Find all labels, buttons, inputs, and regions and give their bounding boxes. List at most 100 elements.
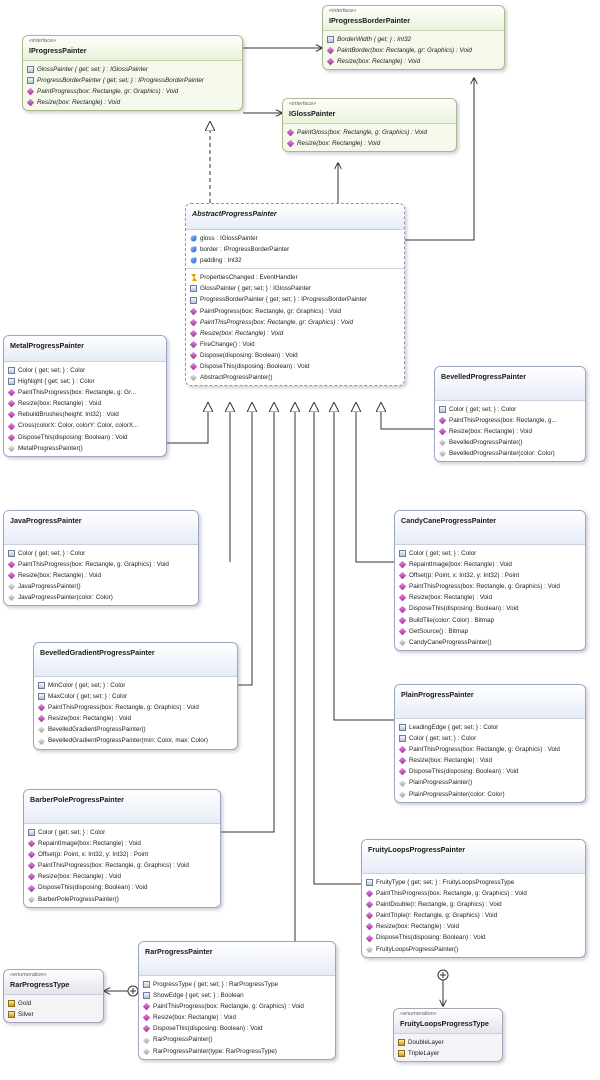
method-icon (286, 139, 295, 148)
member-section: GlossPainter { get; set; } : IGlossPaint… (23, 60, 242, 110)
method-icon (438, 427, 447, 436)
class-javaprogresspainter[interactable]: JavaProgressPainter Color { get; set; } … (3, 510, 199, 607)
member-row: Resize(box: Rectangle) : Void (286, 138, 452, 149)
method-icon (398, 627, 407, 636)
member-section: BorderWidth { get; } : Int32 PaintBorder… (323, 30, 504, 69)
member-row: ShowEdge { get; set; } : Boolean (143, 990, 331, 1001)
class-title: IGlossPainter (289, 109, 336, 118)
member-row: Color { get; set; } : Color (8, 365, 162, 376)
class-abstractprogresspainter[interactable]: AbstractProgressPainter gloss : IGlossPa… (185, 203, 405, 387)
member-row: Resize(box: Rectangle) : Void (326, 56, 500, 67)
class-title: BevelledGradientProgressPainter (40, 648, 155, 657)
method-icon (398, 768, 407, 776)
property-icon (399, 550, 406, 558)
member-row: ProgressBorderPainter { get; set; } : IP… (190, 294, 400, 305)
class-candycaneprogresspainter[interactable]: CandyCaneProgressPainter Color { get; se… (394, 510, 586, 651)
method-icon (142, 1002, 151, 1011)
member-row: RebuildBrushes(height: Int32) : Void (7, 409, 162, 420)
member-row: MaxColor { get; set; } : Color (38, 691, 233, 702)
member-row: Resize(box: Rectangle) : Void (398, 592, 581, 603)
property-icon (143, 981, 150, 989)
method-icon (438, 416, 447, 425)
method-icon (7, 399, 16, 408)
method-icon (398, 605, 407, 613)
member-row: Dispose(disposing: Boolean) : Void (189, 350, 400, 361)
method-icon (326, 46, 335, 55)
member-row: PaintThisProgress(box: Rectangle, g: Gra… (27, 860, 216, 871)
member-row: DisposeThis(disposing: Boolean) : Void (7, 432, 162, 443)
property-icon (8, 550, 15, 558)
method-icon (398, 560, 407, 569)
constructor-icon (398, 779, 407, 787)
member-row: ProgressType { get; set; } : RarProgress… (143, 979, 331, 990)
member-row: BevelledGradientProgressPainter() (37, 724, 233, 735)
member-row: MetalProgressPainter() (7, 443, 162, 454)
property-icon (399, 735, 406, 743)
member-row: DisposeThis(disposing: Boolean) : Void (27, 882, 216, 893)
member-row: GlossPainter { get; set; } : IGlossPaint… (190, 283, 400, 294)
property-icon (27, 77, 34, 85)
class-rarprogresspainter[interactable]: RarProgressPainter ProgressType { get; s… (138, 941, 336, 1060)
method-icon (189, 351, 198, 360)
property-icon (27, 66, 34, 74)
member-section: ProgressType { get; set; } : RarProgress… (139, 975, 335, 1059)
edge-abstract-to-iprogressborderpainter (405, 78, 474, 241)
class-plainprogresspainter[interactable]: PlainProgressPainter LeadingEdge { get; … (394, 684, 586, 803)
event-icon (190, 274, 197, 282)
class-bevelledprogresspainter[interactable]: BevelledProgressPainter Color { get; set… (434, 366, 586, 463)
member-row: Resize(box: Rectangle) : Void (37, 713, 233, 724)
member-row: Highlight { get; set; } : Color (8, 376, 162, 387)
member-section: FruityType { get; set; } : FruityLoopsPr… (362, 873, 585, 957)
enum-fruityloopsprogresstype[interactable]: «enumeration» FruityLoopsProgressType Do… (393, 1008, 503, 1063)
member-row: CandyCaneProgressPainter() (398, 637, 581, 648)
stereotype: «interface» (289, 101, 317, 107)
method-icon (189, 329, 198, 338)
member-row: BarberPoleProgressPainter() (27, 894, 216, 905)
class-title: IProgressBorderPainter (329, 16, 411, 25)
class-metalprogresspainter[interactable]: MetalProgressPainter Color { get; set; }… (3, 335, 167, 457)
class-bevelledgradientprogresspainter[interactable]: BevelledGradientProgressPainter MinColor… (33, 642, 238, 750)
method-icon (365, 911, 374, 920)
constructor-icon (438, 450, 447, 458)
property-icon (439, 406, 446, 414)
member-row: FruityLoopsProgressPainter() (365, 944, 581, 955)
member-row: Resize(box: Rectangle) : Void (189, 328, 400, 339)
class-barberpoleprogresspainter[interactable]: BarberPoleProgressPainter Color { get; s… (23, 789, 221, 908)
class-iprogressborderpainter[interactable]: «interface» IProgressBorderPainter Borde… (322, 5, 505, 71)
enum-value-row: Gold (8, 998, 99, 1009)
property-icon (38, 693, 45, 701)
class-iprogresspainter[interactable]: «interface» IProgressPainter GlossPainte… (22, 35, 243, 112)
class-fruityloopsprogresspainter[interactable]: FruityLoopsProgressPainter FruityType { … (361, 839, 586, 958)
member-row: PaintThisProgress(box: Rectangle, g: Gra… (398, 744, 581, 755)
method-icon (142, 1025, 151, 1033)
method-icon (37, 703, 46, 712)
method-icon (398, 571, 407, 580)
member-row: PaintProgress(box: Rectangle, gr: Graphi… (189, 306, 400, 317)
enum-value-icon (398, 1039, 405, 1047)
member-row: Color { get; set; } : Color (399, 548, 581, 559)
nesting-plus-rar (130, 988, 136, 994)
enum-value-row: TripleLayer (398, 1048, 498, 1059)
member-section: PaintGloss(box: Rectangle, g: Graphics) … (283, 123, 456, 151)
enum-value-icon (8, 1000, 15, 1008)
method-icon (189, 340, 198, 349)
member-row: Resize(box: Rectangle) : Void (26, 97, 238, 108)
class-iglosspainter[interactable]: «interface» IGlossPainter PaintGloss(box… (282, 98, 457, 153)
member-row: DisposeThis(disposing: Boolean) : Void (142, 1023, 331, 1034)
member-row: PaintTriple(r: Rectangle, g: Graphics) :… (365, 910, 581, 921)
stereotype: «interface» (329, 8, 357, 14)
edge-bevelledgradient-inherits (238, 403, 252, 686)
member-row: PaintDouble(r: Rectangle, g: Graphics) :… (365, 899, 581, 910)
method-icon (27, 873, 36, 881)
enum-value-icon (398, 1050, 405, 1058)
enum-value-row: DoubleLayer (398, 1037, 498, 1048)
class-title: RarProgressPainter (145, 947, 213, 956)
class-title: RarProgressType (10, 980, 70, 989)
property-icon (8, 378, 15, 386)
field-section: gloss : IGlossPainter border : IProgress… (186, 229, 404, 268)
enum-rarprogresstype[interactable]: «enumeration» RarProgressType Gold Silve… (3, 969, 104, 1024)
member-row: PropertiesChanged : EventHandler (190, 272, 400, 283)
method-icon (7, 433, 16, 441)
member-section: PropertiesChanged : EventHandler GlossPa… (186, 268, 404, 385)
property-icon (28, 829, 35, 837)
